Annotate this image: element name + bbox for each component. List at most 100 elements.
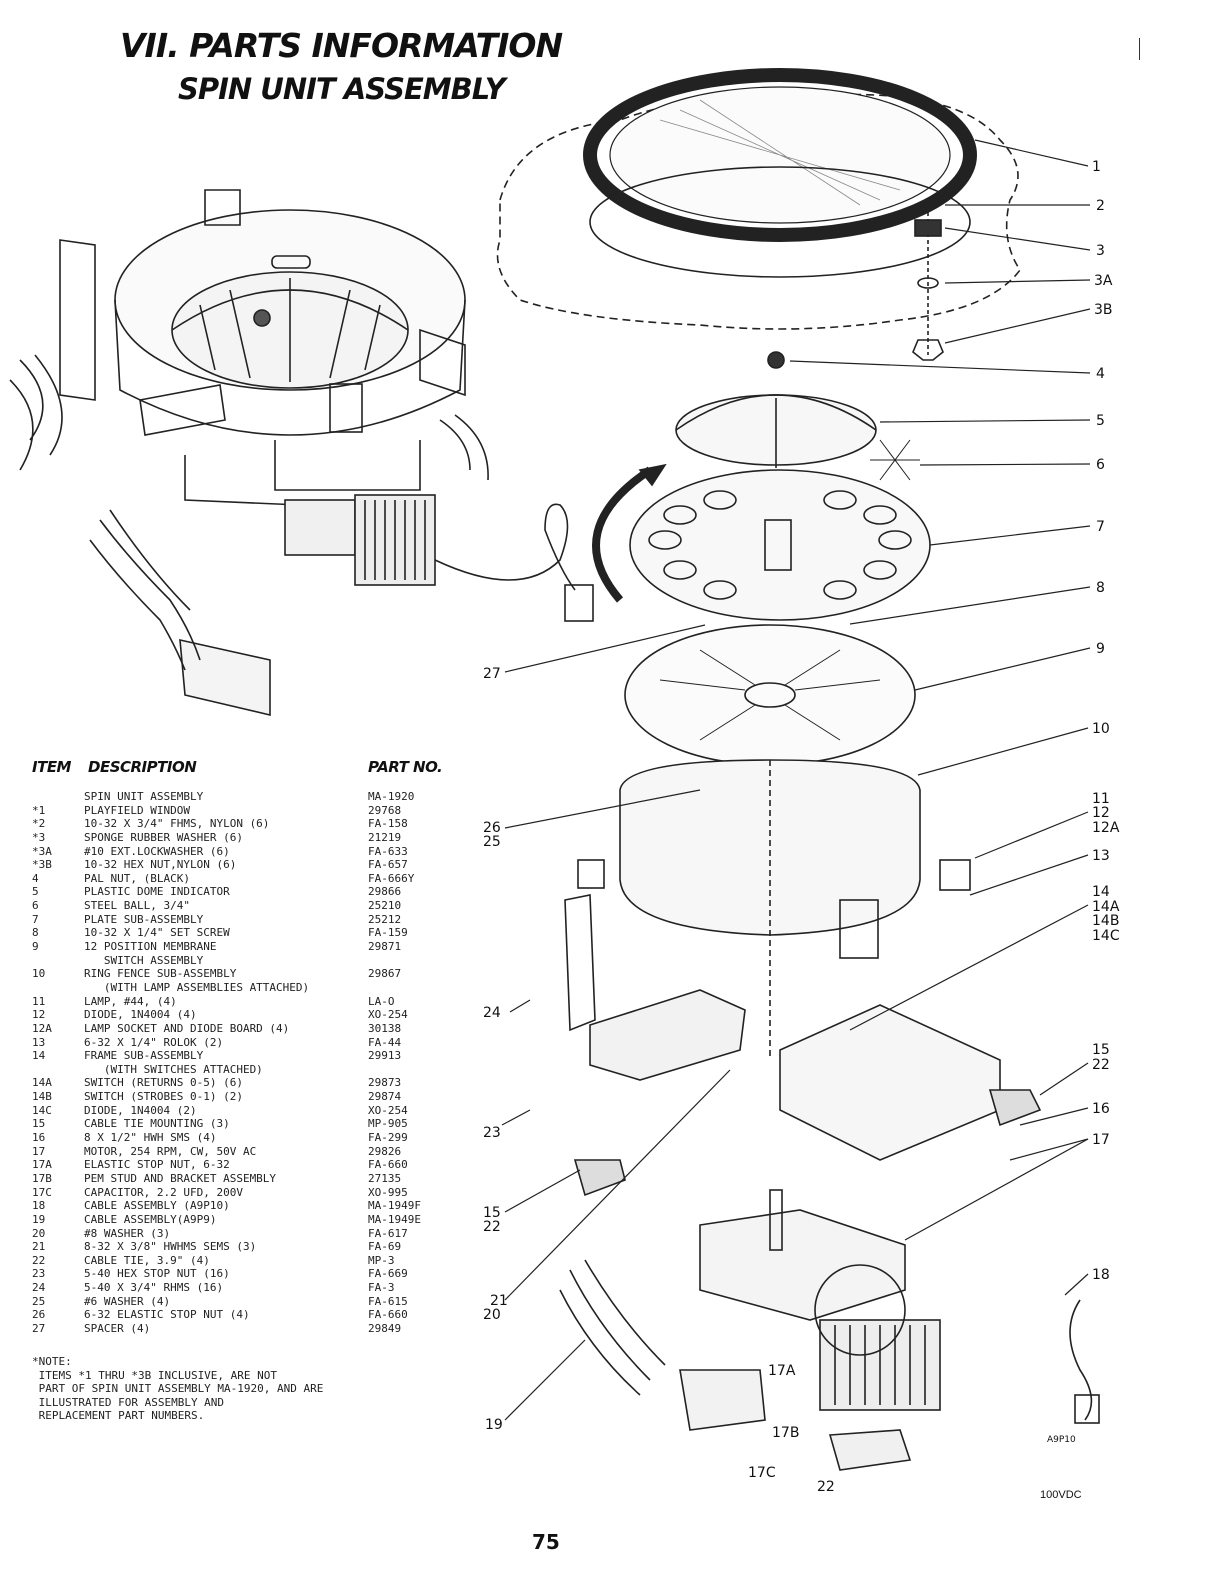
parts-list-part-number: FA-617 [368, 1226, 408, 1240]
parts-list-description: LAMP, #44, (4) [84, 994, 177, 1008]
column-header-item: ITEM [32, 758, 72, 776]
parts-list-item-number: 6 [32, 899, 39, 913]
parts-list-item-number: 12 [32, 1008, 46, 1022]
parts-list-item-number: 20 [32, 1226, 46, 1240]
parts-list-row: 18 CABLE ASSEMBLY (A9P10) MA-1949F [32, 1199, 452, 1213]
callout-label: 14B [1092, 913, 1120, 929]
callout-label: 14 [1092, 884, 1110, 900]
callout-label: 22 [1092, 1057, 1110, 1073]
callout-leader-lines [501, 139, 1091, 1421]
parts-list-item-number: 26 [32, 1308, 46, 1322]
parts-list-description: #10 EXT.LOCKWASHER (6) [84, 844, 230, 858]
parts-list-item-number: 17A [32, 1158, 52, 1172]
callout-label: 22 [483, 1219, 501, 1235]
parts-list-item-number: 10 [32, 967, 46, 981]
parts-list-part-number: MP-905 [368, 1117, 408, 1131]
callout-label: 4 [1096, 366, 1105, 382]
page-title: VII. PARTS INFORMATION [120, 26, 563, 65]
parts-list-part-number: 29871 [368, 940, 402, 954]
parts-list-description: SWITCH (STROBES 0-1) (2) [84, 1090, 243, 1104]
parts-list-part-number: MA-1949E [368, 1212, 421, 1226]
parts-list-part-number: FA-660 [368, 1158, 408, 1172]
parts-list-description: CABLE TIE, 3.9" (4) [84, 1253, 210, 1267]
parts-list-description: 5-40 X 3/4" RHMS (16) [84, 1281, 224, 1295]
callout-label: 24 [483, 1005, 501, 1021]
parts-list-part-number: FA-299 [368, 1131, 408, 1145]
parts-list-part-number: FA-657 [368, 858, 408, 872]
parts-list-item-number: 18 [32, 1199, 46, 1213]
parts-list-item-number: 27 [32, 1321, 46, 1335]
parts-list-description: CABLE ASSEMBLY(A9P9) [84, 1212, 217, 1226]
parts-list-part-number: 29873 [368, 1076, 402, 1090]
parts-list-part-number: 30138 [368, 1021, 402, 1035]
margin-mark [1139, 38, 1140, 60]
parts-list-description: 8-32 X 3/8" HWHMS SEMS (3) [84, 1240, 257, 1254]
parts-list-item-number: 22 [32, 1253, 46, 1267]
parts-list-item-number: 11 [32, 994, 46, 1008]
parts-list-description: RING FENCE SUB-ASSEMBLY [84, 967, 237, 981]
svg-text:100VDC: 100VDC [1040, 1489, 1082, 1501]
callout-label: 17A [768, 1363, 796, 1379]
parts-list-description: CABLE ASSEMBLY (A9P10) [84, 1199, 230, 1213]
column-header-part-no: PART NO. [368, 758, 443, 776]
parts-list-description: 10-32 X 1/4" SET SCREW [84, 926, 230, 940]
callout-label: 21 [490, 1293, 508, 1309]
callout-label: 12 [1092, 805, 1110, 821]
parts-list-item-number: 14B [32, 1090, 52, 1104]
callout-label: 26 [483, 820, 501, 836]
parts-list-item-number: 9 [32, 940, 39, 954]
parts-list-item-number: 16 [32, 1131, 46, 1145]
parts-list-part-number: 29826 [368, 1144, 402, 1158]
parts-list-item-number: 17C [32, 1185, 52, 1199]
callout-label: 23 [483, 1125, 501, 1141]
callout-label: 20 [483, 1307, 501, 1323]
note-label: *NOTE: [32, 1355, 72, 1368]
parts-list-description: CABLE TIE MOUNTING (3) [84, 1117, 230, 1131]
parts-list-description: STEEL BALL, 3/4" [84, 899, 190, 913]
parts-list-row: 19 CABLE ASSEMBLY(A9P9) MA-1949E [32, 1213, 452, 1227]
parts-list-part-number: 21219 [368, 830, 402, 844]
parts-list-part-number: 29874 [368, 1090, 402, 1104]
parts-list-item-number: *3B [32, 858, 52, 872]
parts-list-part-number: MA-1949F [368, 1199, 421, 1213]
parts-list-part-number: FA-666Y [368, 871, 415, 885]
parts-list-description: PAL NUT, (BLACK) [84, 871, 190, 885]
parts-list-item-number: 14 [32, 1049, 46, 1063]
callout-label: 27 [483, 666, 501, 682]
parts-list-part-number: LA-O [368, 994, 395, 1008]
parts-list-description: #8 WASHER (3) [84, 1226, 171, 1240]
parts-list-item-number: 17B [32, 1171, 52, 1185]
parts-list-description: DIODE, 1N4004 (4) [84, 1008, 197, 1022]
assembly-note: *NOTE: ITEMS *1 THRU *3B INCLUSIVE, ARE … [32, 1355, 323, 1423]
assembled-spin-unit-drawing [9, 189, 594, 717]
callout-label: 17B [772, 1425, 800, 1441]
parts-list-description: 5-40 HEX STOP NUT (16) [84, 1267, 230, 1281]
callout-label: 25 [483, 834, 501, 850]
parts-list-description: SPONGE RUBBER WASHER (6) [84, 830, 243, 844]
parts-list-description: 10-32 X 3/4" FHMS, NYLON (6) [84, 817, 270, 831]
parts-list-description: PEM STUD AND BRACKET ASSEMBLY [84, 1171, 277, 1185]
callout-label: 2 [1096, 198, 1105, 214]
parts-list-description: DIODE, 1N4004 (2) [84, 1103, 197, 1117]
note-line: ITEMS *1 THRU *3B INCLUSIVE, ARE NOT [32, 1368, 278, 1382]
callout-label: 17 [1092, 1132, 1110, 1148]
exploded-parts-drawing [496, 68, 1100, 1471]
parts-list-item-number: 19 [32, 1212, 46, 1226]
parts-list-item-number: *1 [32, 803, 46, 817]
parts-list-item-number: 14A [32, 1076, 52, 1090]
